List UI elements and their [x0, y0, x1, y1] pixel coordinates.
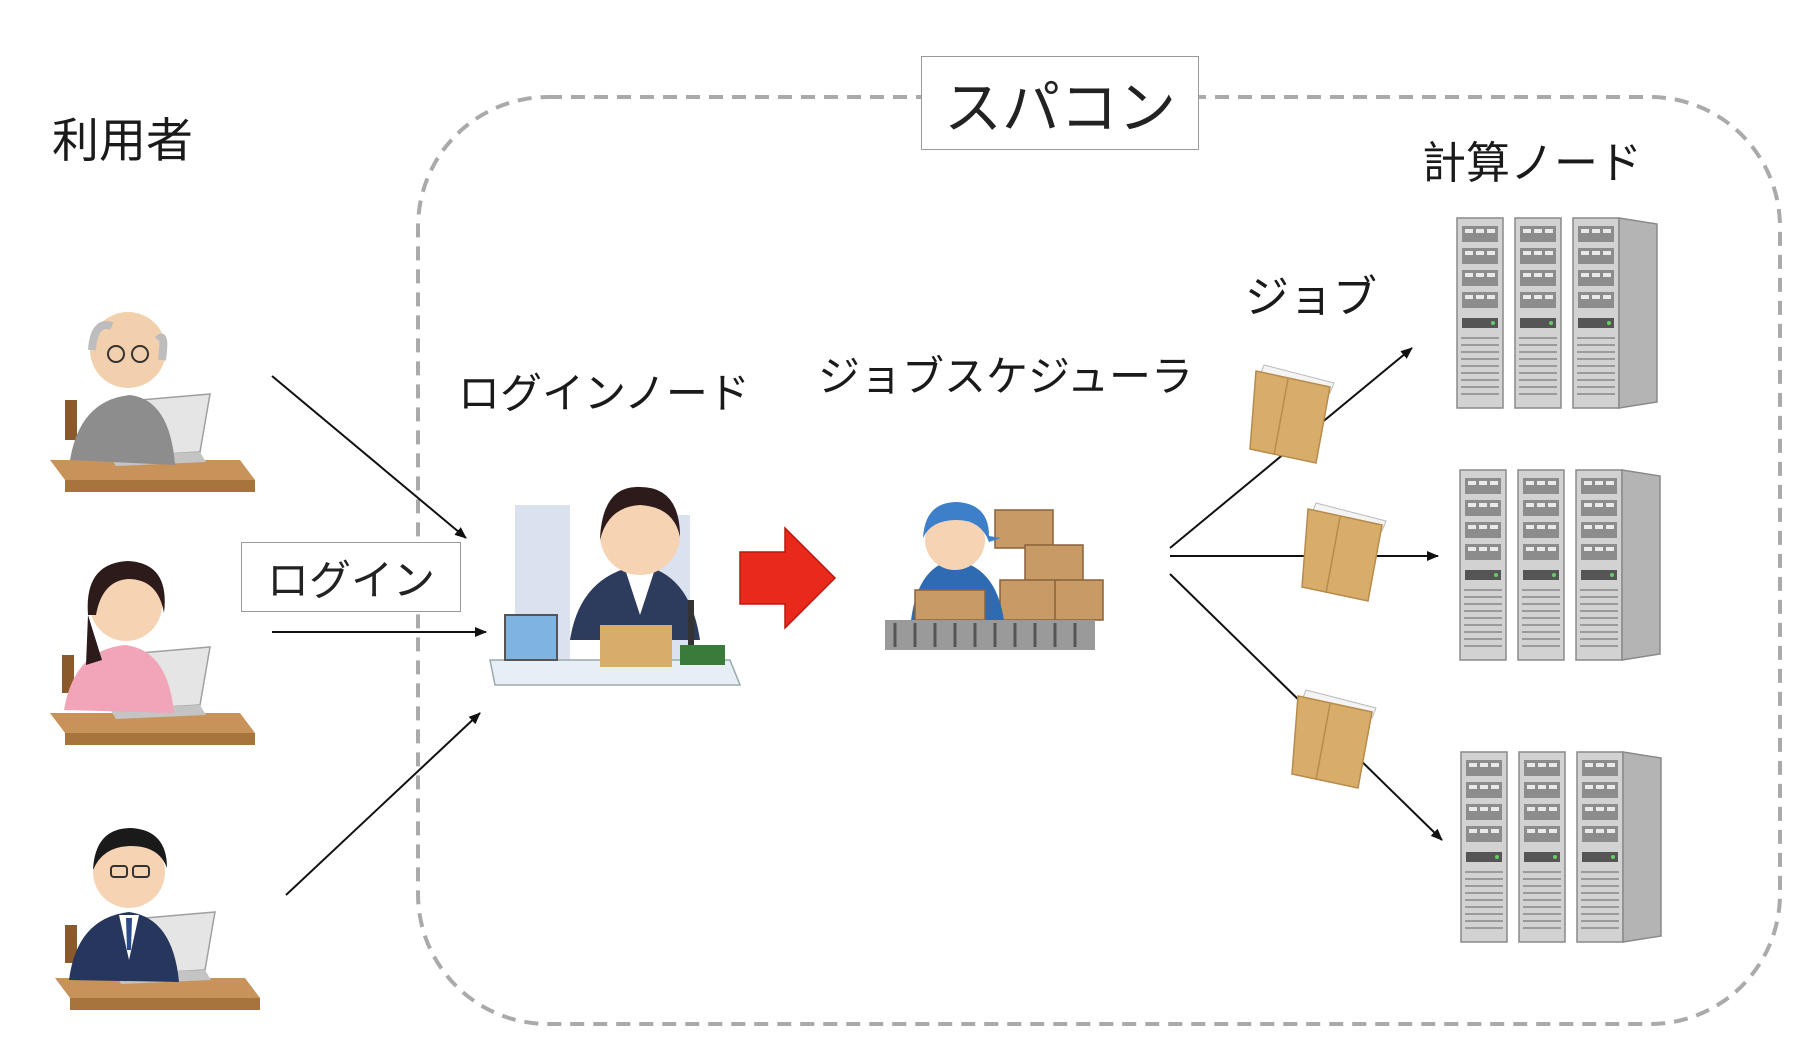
arrow-user3-to-login	[285, 712, 481, 896]
compute-nodes-label: 計算ノード	[1422, 138, 1642, 189]
server-rack-icon	[1457, 218, 1657, 408]
envelope-icon	[1291, 689, 1377, 789]
users-label: 利用者	[52, 114, 193, 169]
envelope-icon	[1301, 502, 1387, 602]
supercomputer-boundary	[416, 95, 1782, 1026]
login-node-label: ログインノード	[458, 369, 750, 418]
elderly-man-laptop-icon	[49, 312, 256, 493]
supercomputer-title: スパコン	[943, 74, 1176, 142]
server-rack-icon	[1461, 752, 1661, 942]
job-label: ジョブ	[1245, 272, 1377, 323]
businessman-laptop-icon	[54, 828, 261, 1011]
woman-laptop-icon	[49, 561, 256, 746]
server-rack-icon	[1460, 470, 1660, 660]
receptionist-icon	[489, 486, 742, 686]
red-right-arrow-icon	[739, 526, 837, 630]
arrow-user1-to-login	[271, 375, 467, 539]
login-box: ログイン	[241, 542, 461, 612]
login-label: ログイン	[266, 555, 435, 605]
supercomputer-title-box: スパコン	[921, 56, 1199, 150]
envelope-icon	[1249, 364, 1335, 464]
warehouse-worker-icon	[885, 502, 1104, 650]
job-scheduler-label: ジョブスケジューラ	[818, 352, 1194, 401]
